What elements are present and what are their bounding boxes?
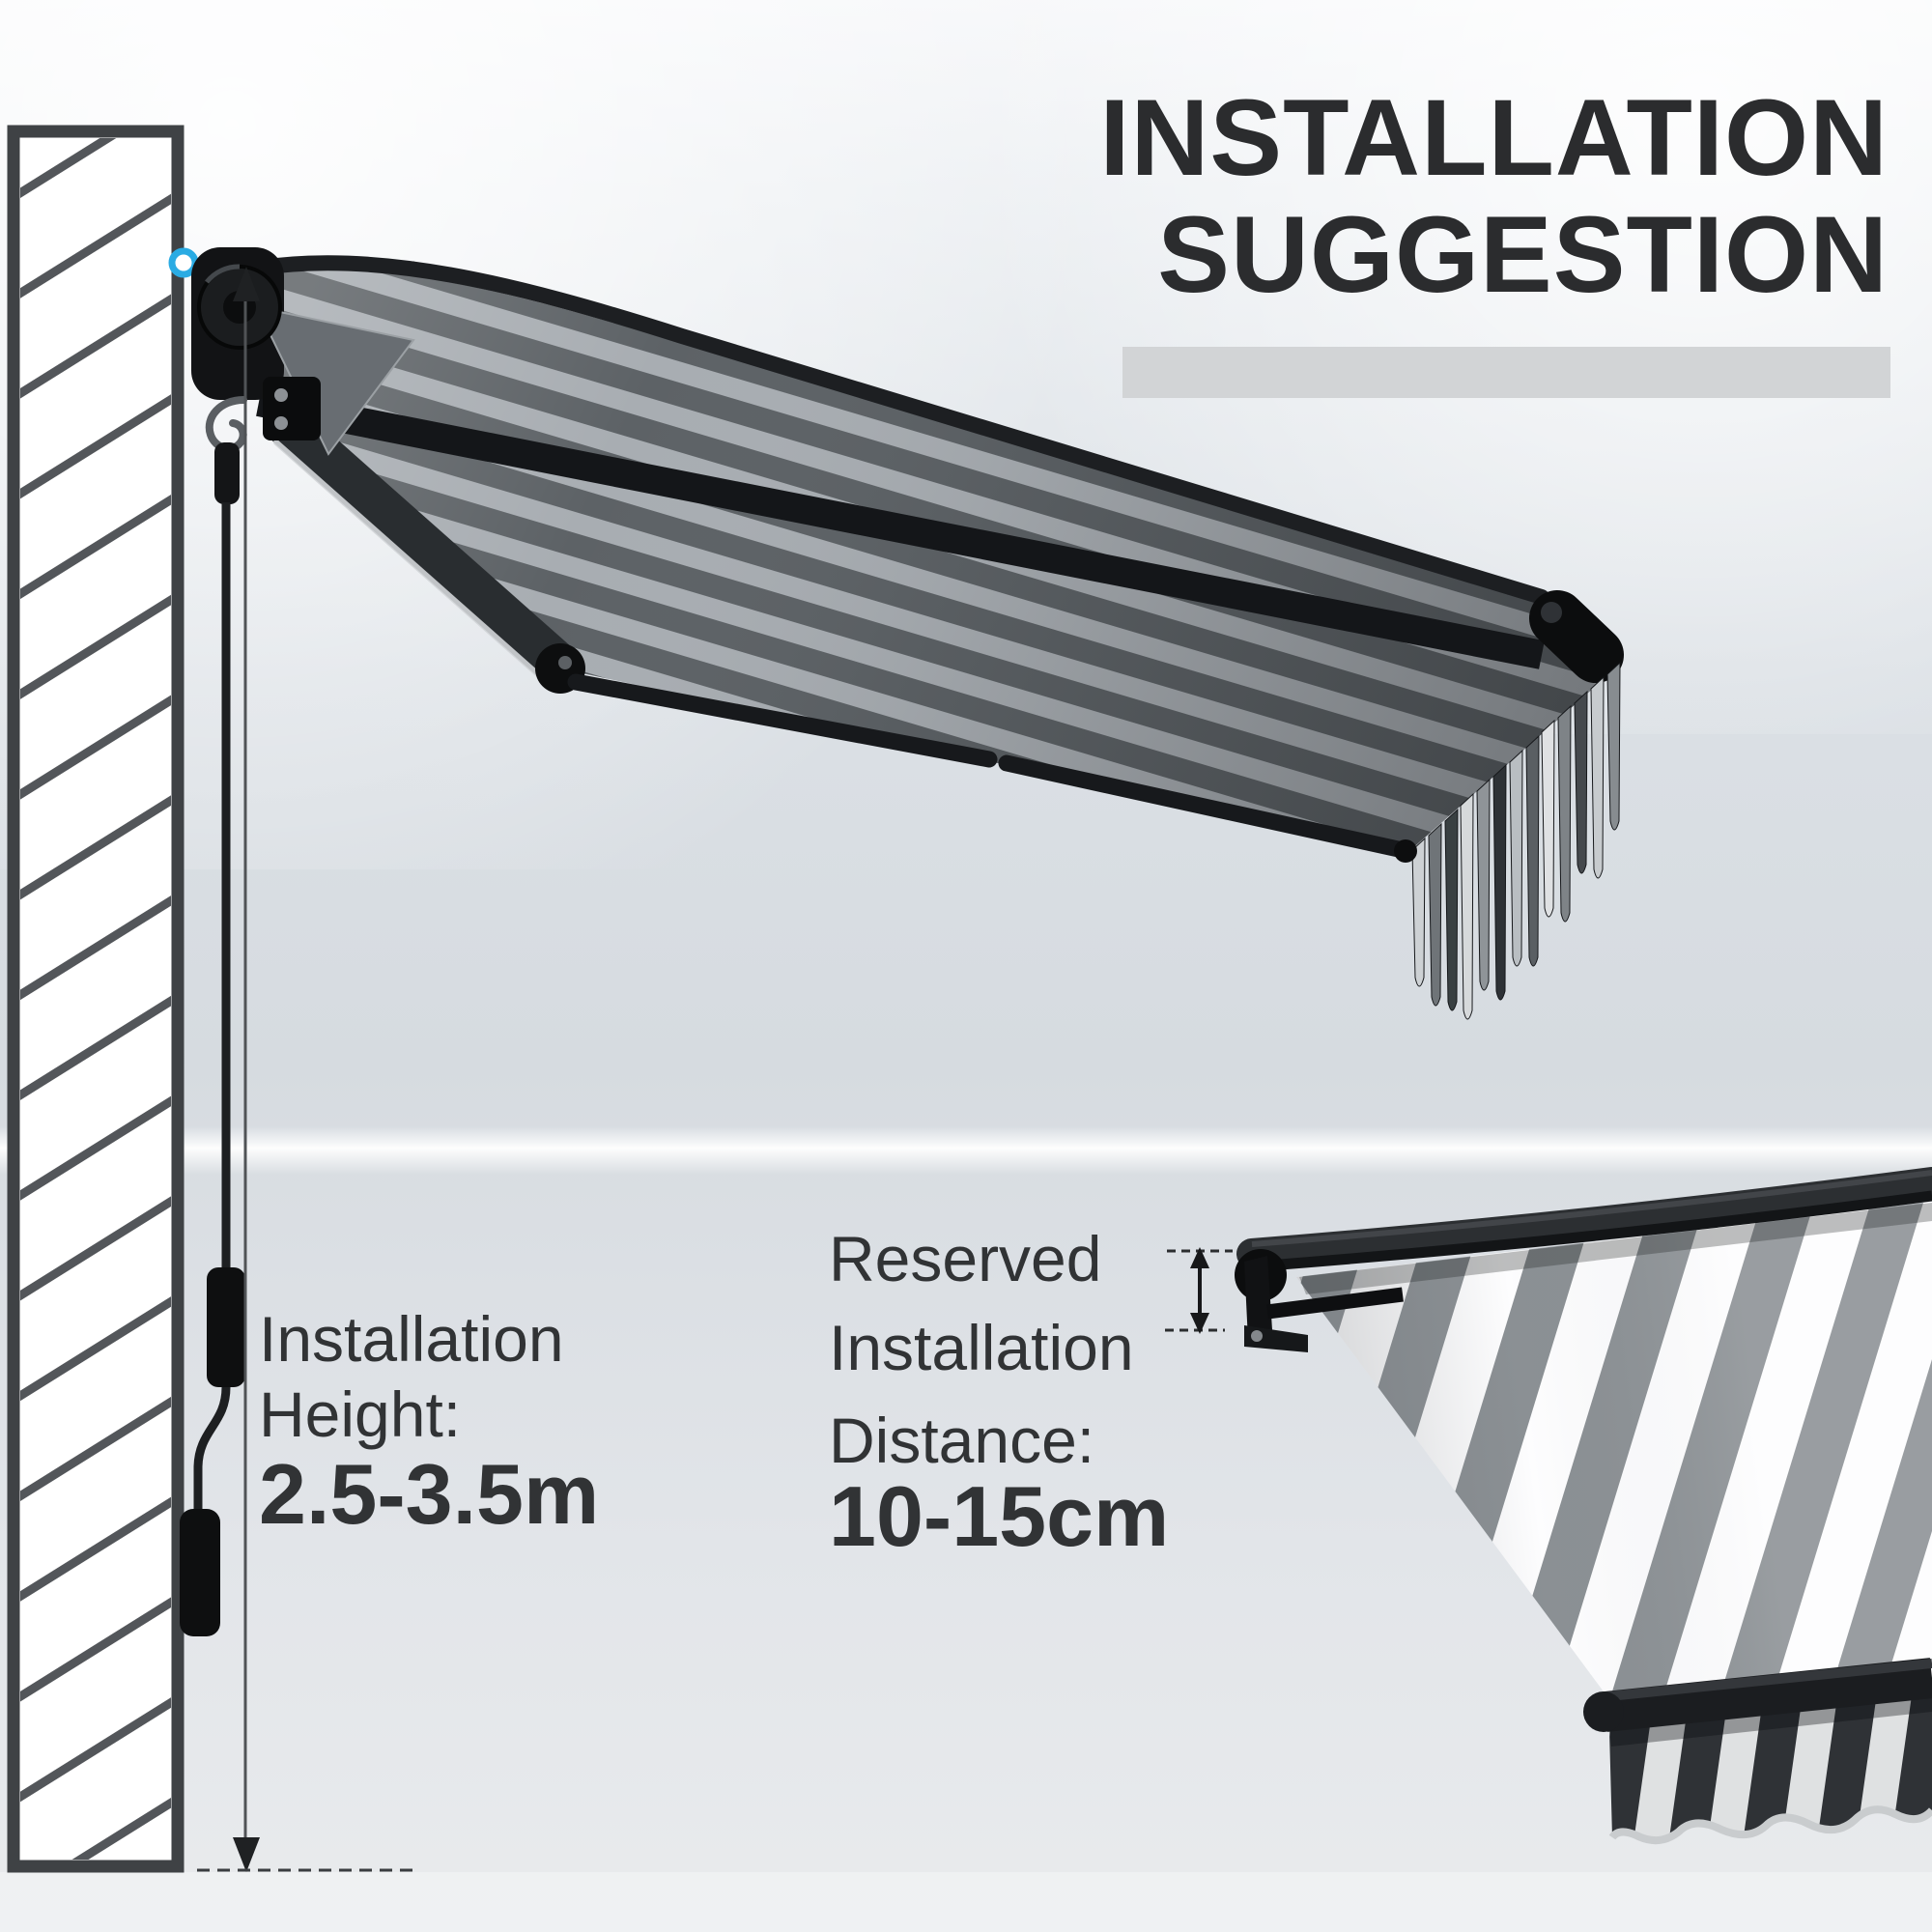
installation-height-label-line1: Installation [259, 1303, 564, 1375]
detail-canopy-shadow [1299, 1203, 1932, 1294]
installation-height-label-line2: Height: [259, 1378, 462, 1450]
title-accent-bar [1122, 347, 1890, 398]
detail-front-bar-bevel [1599, 1659, 1932, 1702]
crank-grip-upper [207, 1267, 245, 1387]
fringe-strip [1444, 808, 1459, 1011]
wall-hatch [20, 138, 171, 1860]
height-arrow-up-icon [233, 267, 260, 301]
reserved-distance-label-line2: Installation [829, 1312, 1134, 1383]
distance-arrow-up-icon [1190, 1247, 1209, 1268]
fringe-strip [1428, 822, 1442, 1007]
detail-valance [1609, 1697, 1932, 1841]
crank-grip-lower [180, 1509, 220, 1636]
height-arrow-down-icon [233, 1837, 260, 1872]
fringe-strip [1492, 763, 1507, 1001]
reserved-distance-value: 10-15cm [829, 1468, 1170, 1564]
detail-valance-piping [1608, 1805, 1932, 1845]
awning-torsion-bar [256, 387, 1545, 669]
detail-front-bar-nub [1583, 1691, 1624, 1732]
title-line-1: INSTALLATION [1099, 77, 1889, 198]
support-arm-forearm-1 [567, 673, 998, 768]
background-highlight-band [0, 1126, 1932, 1175]
bracket-screw-2 [274, 416, 288, 430]
awning-top-rail [245, 255, 1549, 605]
fringe-strip [1541, 719, 1555, 918]
reserved-distance-label-line3: Distance: [829, 1405, 1095, 1476]
fringe-strip [1590, 675, 1605, 879]
page-title: INSTALLATION SUGGESTION [1099, 79, 1889, 313]
detail-roller-underside [1255, 1190, 1932, 1272]
support-arm-shoulder [268, 405, 584, 691]
detail-roller-bar [1236, 1167, 1932, 1269]
forearm-tip-joint [1394, 839, 1417, 863]
title-line-2: SUGGESTION [1157, 194, 1889, 315]
valance-fringe [1411, 661, 1621, 1020]
crank-rod-bend [193, 1386, 231, 1511]
detail-roller-highlight [1251, 1170, 1932, 1247]
distance-arrow-down-icon [1190, 1313, 1209, 1334]
fringe-strip [1509, 749, 1523, 967]
end-cap-highlight [1541, 602, 1562, 623]
fringe-strip [1606, 661, 1621, 831]
awning-side-view [180, 247, 1624, 1636]
fringe-strip [1411, 837, 1426, 987]
reserved-distance-label-line1: Reserved [829, 1223, 1102, 1294]
background-footer-band [0, 1872, 1932, 1932]
detail-valance-shadow [1609, 1697, 1932, 1747]
detail-canopy-shade [1296, 1202, 1932, 1710]
fringe-strip [1476, 778, 1491, 991]
mount-point-marker-icon [168, 247, 199, 278]
awning-front-detail [1235, 1167, 1932, 1845]
wall [7, 125, 185, 1873]
fringe-strip [1460, 792, 1474, 1020]
elbow-joint-pin [558, 656, 572, 669]
roller-highlight [205, 264, 241, 284]
awning-canopy-shade [253, 270, 1611, 853]
crank-sleeve [214, 442, 240, 504]
support-arm-forearm-2 [998, 754, 1411, 859]
detail-torsion-bar [1266, 1287, 1404, 1320]
detail-wall-bracket [1244, 1256, 1273, 1345]
installation-height-value: 2.5-3.5m [259, 1446, 600, 1542]
fringe-strip [1574, 690, 1588, 874]
detail-bracket-screw [1251, 1330, 1263, 1342]
support-arm-highlight [273, 440, 552, 687]
arm-mount-bracket [263, 377, 321, 440]
fringe-strip [1525, 734, 1540, 967]
fringe-strip [1557, 704, 1572, 923]
bracket-screw-1 [274, 388, 288, 402]
front-bar-end-cap [1529, 590, 1624, 683]
detail-front-bar [1603, 1658, 1932, 1732]
